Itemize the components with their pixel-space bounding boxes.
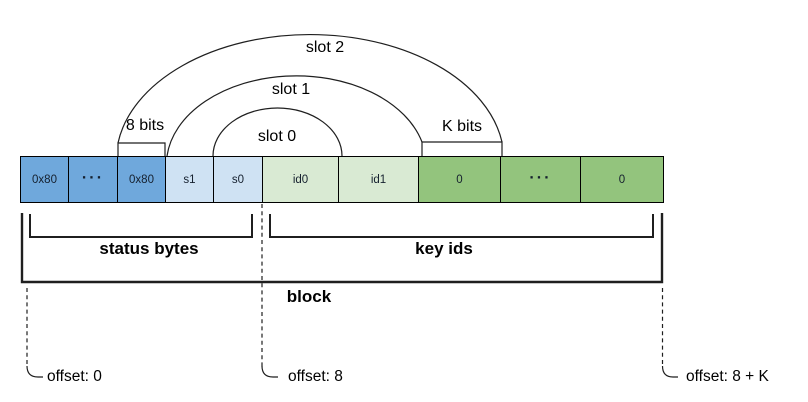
cell-key-zero-1: 0: [419, 157, 501, 202]
cell-label: id1: [370, 173, 387, 186]
cell-status-byte-1: 0x80: [21, 157, 69, 202]
k-bits-label: K bits: [441, 118, 483, 135]
cell-label: ...: [529, 165, 552, 183]
cell-status-byte-2: 0x80: [118, 157, 166, 202]
offset8k-elbow: [661, 365, 678, 378]
block-label: block: [286, 287, 332, 306]
cell-label: s0: [231, 173, 245, 186]
cell-s1: s1: [166, 157, 214, 202]
cell-label: 0: [456, 173, 463, 186]
offset8-label: offset: 8: [288, 368, 343, 385]
slot0-label: slot 0: [257, 128, 297, 145]
cell-id0: id0: [263, 157, 339, 202]
cell-label: ...: [81, 165, 105, 183]
k-bits-bracket: [421, 141, 503, 156]
eight-bits-label: 8 bits: [125, 117, 165, 134]
cell-label: id0: [292, 173, 309, 186]
status-bytes-bracket: [29, 214, 253, 238]
slot1-label: slot 1: [271, 81, 311, 98]
cell-label: 0x80: [129, 173, 154, 186]
cell-label: 0: [618, 173, 626, 186]
offset8-elbow: [261, 365, 278, 378]
byte-cell-row: 0x80 ... 0x80 s1 s0 id0 id1 0 ... 0: [20, 156, 664, 203]
cell-key-ellipsis: ...: [501, 157, 581, 202]
cell-status-ellipsis: ...: [69, 157, 118, 202]
key-ids-label: key ids: [415, 239, 473, 258]
eight-bits-bracket: [117, 142, 166, 156]
offset0-label: offset: 0: [47, 368, 102, 385]
status-bytes-label: status bytes: [99, 239, 199, 258]
key-ids-bracket: [269, 214, 654, 238]
cell-id1: id1: [339, 157, 419, 202]
cell-label: s1: [183, 173, 196, 186]
offset8k-label: offset: 8 + K: [686, 368, 769, 385]
cell-s0: s0: [214, 157, 263, 202]
slot2-label: slot 2: [305, 39, 345, 56]
cell-key-zero-2: 0: [581, 157, 663, 202]
cell-label: 0x80: [32, 173, 57, 186]
offset0-elbow: [26, 365, 43, 378]
